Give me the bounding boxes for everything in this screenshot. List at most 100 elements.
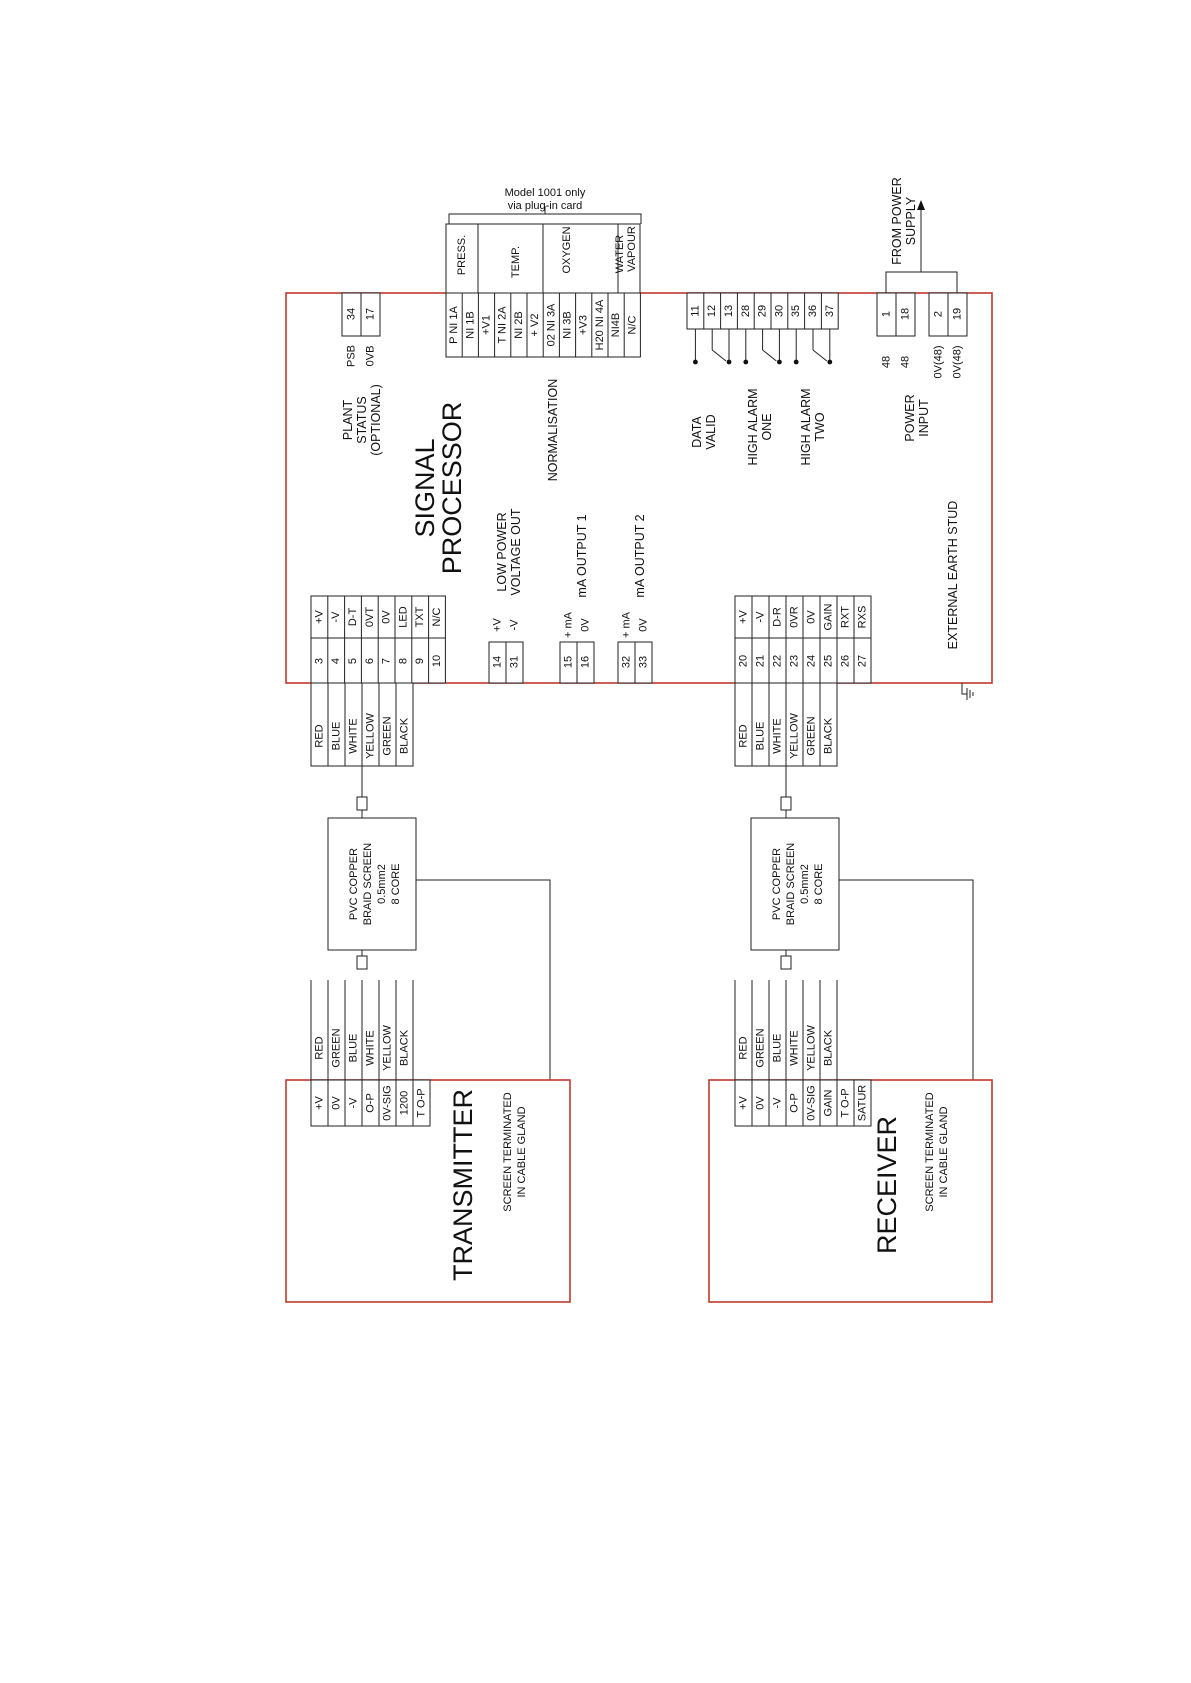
sp-tx-terminal-label: +V <box>313 609 325 623</box>
sp-rx-terminal-label: RXT <box>840 606 852 628</box>
model-note-bracket <box>448 213 642 224</box>
low-power-title: VOLTAGE OUT <box>509 508 523 595</box>
transmitter-terminal-label: 0V <box>331 1096 343 1110</box>
external-earth-stud-label: EXTERNAL EARTH STUD <box>946 501 960 650</box>
sp-rx-terminal-label: D-R <box>772 607 784 627</box>
power-terminal-label: 48 <box>900 356 912 368</box>
signal-processor-title: PROCESSOR <box>437 402 467 575</box>
sp-rx-terminal-label: 0VR <box>789 606 801 627</box>
tx-cable-wire-colour: BLUE <box>331 722 343 751</box>
normalisation-terminal-label: NI4B <box>610 313 622 337</box>
rx-cable-wire-colour: BLUE <box>755 722 767 751</box>
sp-tx-terminal-number: 9 <box>414 658 426 664</box>
receiver-wire-colour: WHITE <box>789 1030 801 1065</box>
from-power-supply-label: SUPPLY <box>904 196 918 245</box>
power-input-label: INPUT <box>917 399 931 437</box>
signal-processor-title: SIGNAL <box>410 438 440 537</box>
plant-status-terminal-label: PSB <box>346 345 358 367</box>
sp-tx-terminal-number: 3 <box>313 658 325 664</box>
sensor-vapour-label: VAPOUR <box>626 226 638 272</box>
alarm-terminal-number: 37 <box>824 305 836 317</box>
sp-rx-terminal-label: GAIN <box>823 604 835 631</box>
plant-status-label: STATUS <box>355 396 369 443</box>
sp-rx-terminal-number: 22 <box>772 655 784 667</box>
receiver-wire-colour: BLUE <box>772 1034 784 1063</box>
high-alarm-one-label: ONE <box>760 413 774 440</box>
relay-contact-dot <box>777 359 782 365</box>
power-terminal-label: 48 <box>881 356 893 368</box>
sp-rx-terminal-label: RXS <box>857 606 869 629</box>
high-alarm-two-label: HIGH ALARM <box>799 388 813 465</box>
plant-status-terminal-label: 0VB <box>365 346 377 367</box>
sp-tx-terminal-label: LED <box>397 606 409 627</box>
relay-contact-dot <box>743 359 749 365</box>
plant-status-label: (OPTIONAL) <box>369 384 383 456</box>
sp-tx-terminal-label: 0V <box>381 610 393 624</box>
rx-cable-wire-colour: RED <box>738 724 750 747</box>
receiver-terminal-label: 0V-SIG <box>806 1085 818 1120</box>
tx-cable-cable-gland-bottom <box>356 955 368 970</box>
ma-output-1-terminals-label: 0V <box>580 618 592 632</box>
tx-cable-cable-label: 0.5mm2 <box>376 864 388 904</box>
ma-output-2-terminals-number: 32 <box>621 656 633 668</box>
sp-rx-terminal-number: 26 <box>840 655 852 667</box>
ma-output-2-terminals-number: 33 <box>638 656 650 668</box>
sp-tx-terminal-number: 4 <box>330 658 342 664</box>
diagram-layer: SIGNALPROCESSOR+V3-V4D-T50VT60V7LED8TXT9… <box>285 177 993 1303</box>
receiver-wire-colour: GREEN <box>755 1028 767 1067</box>
transmitter-terminal-strip <box>310 1079 431 1127</box>
transmitter-terminal-label: T O-P <box>416 1088 428 1117</box>
rx-cable-cable-label: BRAID SCREEN <box>785 843 797 926</box>
rx-cable-cable-label: 0.5mm2 <box>799 864 811 904</box>
normalisation-terminal-label: 02 NI 3A <box>545 303 557 346</box>
alarm-terminal-number: 11 <box>689 305 701 316</box>
alarm-terminal-number: 35 <box>790 305 802 317</box>
alarm-terminal-number: 28 <box>740 305 752 317</box>
transmitter-wire-colour: BLACK <box>399 1029 411 1066</box>
power-input-label: POWER <box>903 394 917 441</box>
sp-rx-terminal-number: 21 <box>755 655 767 667</box>
rx-cable-wire-colour: GREEN <box>806 716 818 755</box>
transmitter-screen-note: IN CABLE GLAND <box>516 1106 528 1197</box>
ma-output-1-terminals-number: 16 <box>580 656 592 668</box>
power-supply-lead <box>885 271 958 293</box>
relay-contact-dot <box>793 359 799 365</box>
ma-output-2-terminals-label: + mA <box>621 611 633 638</box>
sp-tx-terminal-number: 7 <box>381 658 393 664</box>
power-terminal-label: 0V(48) <box>933 345 945 378</box>
alarm-terminal-number: 13 <box>723 305 735 317</box>
transmitter-title: TRANSMITTER <box>448 1089 478 1281</box>
earth-symbol-lead <box>961 683 967 695</box>
alarm-terminal-number: 12 <box>706 305 718 317</box>
tx-cable-wire-colour: RED <box>314 724 326 747</box>
receiver-terminal-label: SATUR <box>857 1085 869 1122</box>
low-power-terminals-label: +V <box>492 617 504 631</box>
transmitter-wire-colour: YELLOW <box>382 1024 394 1070</box>
sp-tx-terminal-label: TXT <box>414 606 426 627</box>
receiver-wire-colour: BLACK <box>823 1029 835 1066</box>
relay-contact-arm <box>711 349 727 362</box>
sp-rx-terminal-number: 24 <box>806 655 818 667</box>
sp-rx-terminal-number: 27 <box>857 655 869 667</box>
sensor-oxygen-label: OXYGEN <box>561 226 573 273</box>
receiver-wire-colour: RED <box>738 1036 750 1059</box>
transmitter-terminal-label: -V <box>348 1097 360 1109</box>
normalisation-terminal-label: NI 1B <box>464 311 476 339</box>
receiver-screen-note: SCREEN TERMINATED <box>924 1092 936 1211</box>
sp-tx-terminal-label: 0VT <box>364 607 376 627</box>
transmitter-wire-colour: GREEN <box>331 1028 343 1067</box>
model-note-line1: Model 1001 only <box>505 187 586 199</box>
transmitter-terminal-label: 1200 <box>399 1091 411 1115</box>
power-terminal-number: 19 <box>952 308 964 320</box>
rx-cable-cable-label: PVC COPPER <box>771 848 783 920</box>
tx-cable-screen-drain-wire <box>416 879 551 1080</box>
rx-cable-cable-gland-top <box>780 796 792 811</box>
ma-output-2-terminals-label: 0V <box>638 618 650 632</box>
tx-cable-wire-colour: WHITE <box>348 718 360 753</box>
low-power-terminals-label: -V <box>509 619 521 631</box>
transmitter-wire-colour: WHITE <box>365 1030 377 1065</box>
relay-contact-arm <box>812 349 828 362</box>
receiver-terminal-label: +V <box>738 1095 750 1109</box>
low-power-terminals-number: 14 <box>492 656 504 668</box>
